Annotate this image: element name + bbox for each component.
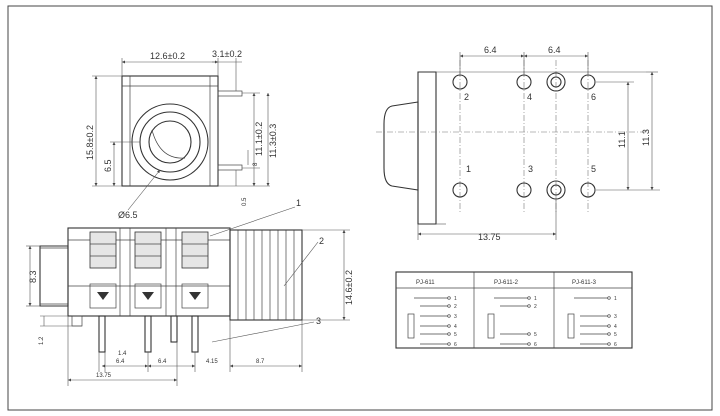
front-bushing-outer [131,103,209,181]
footprint-nose [383,101,419,191]
dim-right-h1: 11.1±0.2 [254,122,264,156]
footprint-view: 2 4 6 1 3 5 6.4 6.4 11.1 11.3 13.75 [376,45,660,242]
schematic-pin: 1 [614,296,617,302]
schematic-title-pj611-2: PJ-611-2 [494,280,519,286]
pin-label-5: 5 [591,164,596,174]
dim-diameter: Ø6.5 [118,210,138,220]
schematic-pin: 5 [534,332,537,338]
pin-label-3: 3 [528,164,533,174]
front-hole [148,120,192,164]
schematic-pin: 6 [614,342,617,348]
pin-label-1: 1 [466,164,471,174]
schematic-pin: 1 [454,296,457,302]
dim-fp-1375: 13.75 [478,232,501,242]
dim-small-8: 8 [253,162,259,166]
dim-side-12: 1.2 [39,336,45,345]
dim-pin-64b: 6.4 [158,359,167,365]
side-flange [39,245,69,307]
schematic-pin: 4 [614,324,617,330]
drawing-frame [7,5,713,411]
dim-top-width: 12.6±0.2 [150,51,185,61]
dim-pin-87: 8.7 [256,359,265,365]
dim-fp-64a: 6.4 [484,45,497,55]
front-body [121,75,219,187]
dim-top-tab: 3.1±0.2 [212,49,242,59]
callout-3: 3 [316,316,321,326]
schematic-pin: 1 [534,296,537,302]
schematic-pin: 5 [614,332,617,338]
schematic-pj611: 1 2 3 4 5 6 [407,296,457,348]
pin-label-4: 4 [527,92,532,102]
dim-fp-111: 11.1 [617,131,627,148]
schematic-pin: 5 [454,332,457,338]
schematic-pin: 3 [454,314,457,320]
schematic-pin: 4 [454,324,457,330]
callout-1: 1 [296,198,301,208]
dim-right-h2: 11.3±0.3 [268,124,278,158]
schematic-pin: 6 [534,342,537,348]
side-contacts [89,228,209,316]
schematic-pj611-2: 1 2 5 6 [487,296,537,348]
top-tab [217,90,243,97]
schematic-pin: 3 [614,314,617,320]
dim-side-83: 8.3 [28,270,38,283]
dim-fp-113: 11.3 [641,129,651,146]
threaded-barrel [229,229,303,321]
dim-pin-14: 1.4 [118,351,127,357]
schematic-pj611-3: 1 3 4 5 6 [567,296,617,348]
schematic-title-pj611-3: PJ-611-3 [572,280,597,286]
pin-label-6: 6 [591,92,596,102]
footprint-holes [452,72,596,200]
schematic-pin: 6 [454,342,457,348]
footprint-flange [417,71,437,225]
dim-pin-415: 4.15 [206,359,218,365]
schematic-title-pj611: PJ-611 [416,280,435,286]
dim-left-lower: 6.5 [103,159,113,172]
schematic-pin: 2 [534,304,537,310]
dim-small-05: 0.5 [242,197,248,206]
dim-thread-146: 14.6±0.2 [344,270,354,305]
dim-fp-64b: 6.4 [548,45,561,55]
bottom-tab [217,164,243,171]
front-view: 12.6±0.2 3.1±0.2 15.8±0.2 6.5 11.1±0.2 1… [85,49,278,220]
dim-total-1375: 13.75 [96,373,112,379]
schematic-pin: 2 [454,304,457,310]
side-view: 1 2 3 8.3 1.2 1.4 6.4 6.4 4.15 8.7 13.75 [26,198,354,386]
dim-pin-64a: 6.4 [116,359,125,365]
callout-2: 2 [319,236,324,246]
pin-label-2: 2 [464,92,469,102]
schematic-table: PJ-611 PJ-611-2 PJ-611-3 1 2 3 4 5 6 [395,271,633,349]
dim-left-height: 15.8±0.2 [85,125,95,160]
side-pins [71,315,199,353]
